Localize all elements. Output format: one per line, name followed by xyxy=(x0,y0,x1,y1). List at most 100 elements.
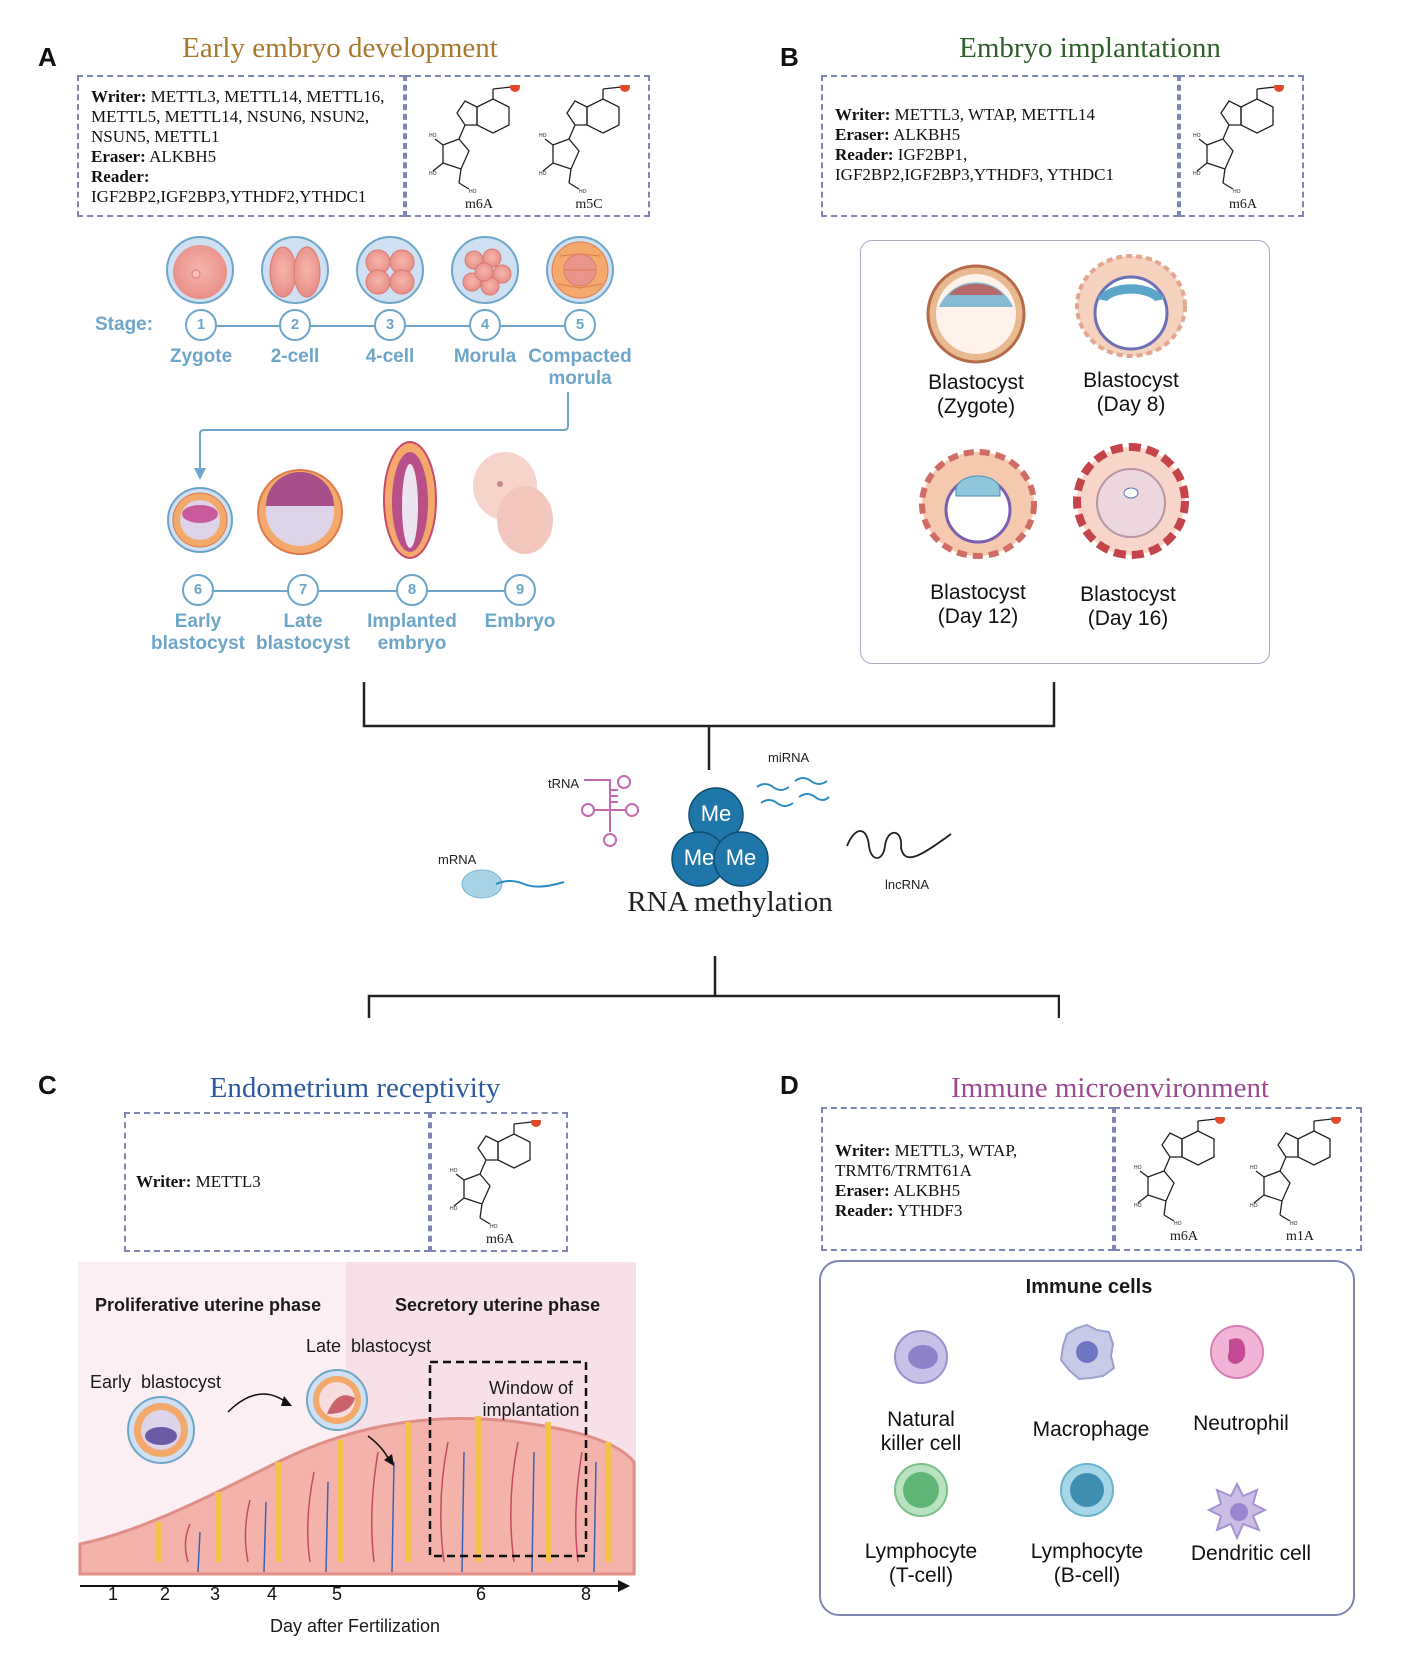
me-label: Me xyxy=(700,801,732,826)
reader-label: Reader: xyxy=(835,145,894,164)
writer-label: Writer: xyxy=(91,87,147,106)
stage-line-row2 xyxy=(200,590,520,592)
x-axis-tick-label: 1 xyxy=(108,1584,119,1604)
blastocyst-label-line1: Blastocyst xyxy=(928,371,1024,394)
b-cell-icon xyxy=(1060,1463,1114,1517)
blastocyst-day8-icon xyxy=(1075,254,1187,358)
x-axis-tick-label: 4 xyxy=(267,1584,278,1604)
four-cell-icon xyxy=(356,236,424,304)
stage-name-label: Late blastocyst xyxy=(256,611,350,654)
two-cell-icon xyxy=(261,236,329,304)
proliferative-phase-label: Proliferative uterine phase xyxy=(95,1295,322,1315)
eraser-value: ALKBH5 xyxy=(889,125,961,144)
stage-name-label: Implanted embryo xyxy=(367,611,457,654)
x-axis-label: Day after Fertilization xyxy=(269,1616,441,1636)
blastocyst-label-line1: Blastocyst xyxy=(1080,583,1176,606)
methyl-spheres xyxy=(671,787,769,887)
m6a-structure-icon xyxy=(1134,1117,1234,1227)
cell-label-line1: Dendritic cell xyxy=(1190,1542,1312,1565)
m5c-structure-icon xyxy=(539,85,639,195)
panel-c-molecule-box: m6A xyxy=(430,1112,568,1252)
mrna-icon xyxy=(461,869,565,899)
stage-number-badge: 3 xyxy=(374,309,406,341)
panel-a-title: Early embryo development xyxy=(182,32,498,64)
reader-value: IGF2BP1, xyxy=(893,145,968,164)
immune-cells-title: Immune cells xyxy=(1025,1276,1153,1298)
m1a-structure-icon xyxy=(1250,1117,1350,1227)
compacted-morula-icon xyxy=(546,236,614,304)
me-label: Me xyxy=(683,845,715,870)
stage-name-label: Morula xyxy=(453,346,517,367)
eraser-value: ALKBH5 xyxy=(145,147,217,166)
stage-name-label: Zygote xyxy=(169,346,233,367)
stage-name-label: Embryo xyxy=(484,611,556,632)
window-of-implantation-label: Window of implantation xyxy=(436,1377,626,1421)
stage-name-label: 4-cell xyxy=(365,346,415,367)
cell-label-line2: (T-cell) xyxy=(888,1564,954,1587)
m6a-caption: m6A xyxy=(1170,1229,1198,1244)
x-axis-tick-label: 6 xyxy=(476,1584,487,1604)
writer-value: METTL3 xyxy=(191,1172,261,1191)
trna-icon xyxy=(581,775,639,847)
panel-a-letter: A xyxy=(38,42,57,72)
lncrna-icon xyxy=(846,830,952,859)
window-line1: Window of xyxy=(488,1378,574,1398)
reader-value: YTHDF3 xyxy=(893,1201,963,1220)
blastocyst-day16-icon xyxy=(1073,443,1189,559)
x-axis-tick-label: 5 xyxy=(332,1584,343,1604)
blastocyst-label-line2: (Day 8) xyxy=(1096,393,1166,416)
blastocyst-label-line2: (Day 16) xyxy=(1087,607,1169,630)
panel-a-molecule-box: m6A m5C xyxy=(405,75,650,217)
panel-c-title: Endometrium receptivity xyxy=(209,1072,501,1104)
blastocyst-zygote-icon xyxy=(926,264,1026,364)
secretory-phase-label: Secretory uterine phase xyxy=(395,1295,601,1315)
panel-c-letter: C xyxy=(38,1070,57,1100)
cell-label-line1: Lymphocyte xyxy=(864,1540,978,1563)
blastocyst-day12-icon xyxy=(919,449,1037,559)
stage-name-label: Early blastocyst xyxy=(151,611,245,654)
window-line2: implantation xyxy=(482,1400,580,1420)
writer-value: METTL3, METTL14, METTL16, xyxy=(146,87,385,106)
late-blastocyst-icon xyxy=(306,1369,368,1431)
stage-number-badge: 5 xyxy=(564,309,596,341)
writer-line2: METTL5, METTL14, NSUN6, NSUN2, xyxy=(91,107,370,126)
dendritic-cell-icon xyxy=(1207,1481,1267,1540)
m5c-caption: m5C xyxy=(575,197,603,212)
trna-label: tRNA xyxy=(548,776,580,791)
cell-label-line1: Neutrophil xyxy=(1193,1412,1289,1435)
cell-label-line2: killer cell xyxy=(880,1432,962,1455)
mirna-icon xyxy=(756,777,830,807)
reader-line2: IGF2BP2,IGF2BP3,YTHDF3, YTHDC1 xyxy=(835,165,1114,184)
cell-label-line1: Natural xyxy=(887,1408,955,1431)
stage-number-badge: 8 xyxy=(396,574,428,606)
panel-c-info-box: Writer: METTL3 xyxy=(124,1112,430,1252)
eraser-label: Eraser: xyxy=(835,1181,890,1200)
stage-name-label: 2-cell xyxy=(270,346,320,367)
blastocyst-label-line2: (Day 12) xyxy=(937,605,1019,628)
macrophage-icon xyxy=(1059,1323,1116,1381)
stage-cells-row1 xyxy=(166,236,614,304)
x-axis-tick-label: 8 xyxy=(581,1584,592,1604)
writer-line3: NSUN5, METTL1 xyxy=(91,127,220,146)
x-axis-tick-label: 2 xyxy=(160,1584,171,1604)
x-axis-tick-label: 3 xyxy=(210,1584,221,1604)
mrna-label: mRNA xyxy=(438,852,477,867)
stage-number-badge: 1 xyxy=(185,309,217,341)
rna-methylation-title: RNA methylation xyxy=(627,886,833,918)
writer-label: Writer: xyxy=(136,1172,192,1191)
panel-d-letter: D xyxy=(780,1070,799,1100)
blastocyst-label-line1: Blastocyst xyxy=(1083,369,1179,392)
t-cell-icon xyxy=(894,1463,948,1517)
eraser-value: ALKBH5 xyxy=(889,1181,961,1200)
m6a-structure-icon xyxy=(429,85,529,195)
panel-a-info-box: Writer: METTL3, METTL14, METTL16, METTL5… xyxy=(77,75,405,217)
lncrna-label: lncRNA xyxy=(885,877,930,892)
late-blastocyst-icon xyxy=(257,469,343,555)
blastocyst-box: Blastocyst (Zygote) Blastocyst (Day 8) B… xyxy=(860,240,1270,664)
neutrophil-icon xyxy=(1210,1325,1264,1379)
stage-connector-arrow xyxy=(194,392,569,480)
writer-label: Writer: xyxy=(835,105,891,124)
m6a-structure-icon xyxy=(1193,85,1293,195)
center-connectors xyxy=(362,682,1060,1018)
immune-cells-box: Immune cells Natural killer cell Macroph… xyxy=(819,1260,1355,1616)
